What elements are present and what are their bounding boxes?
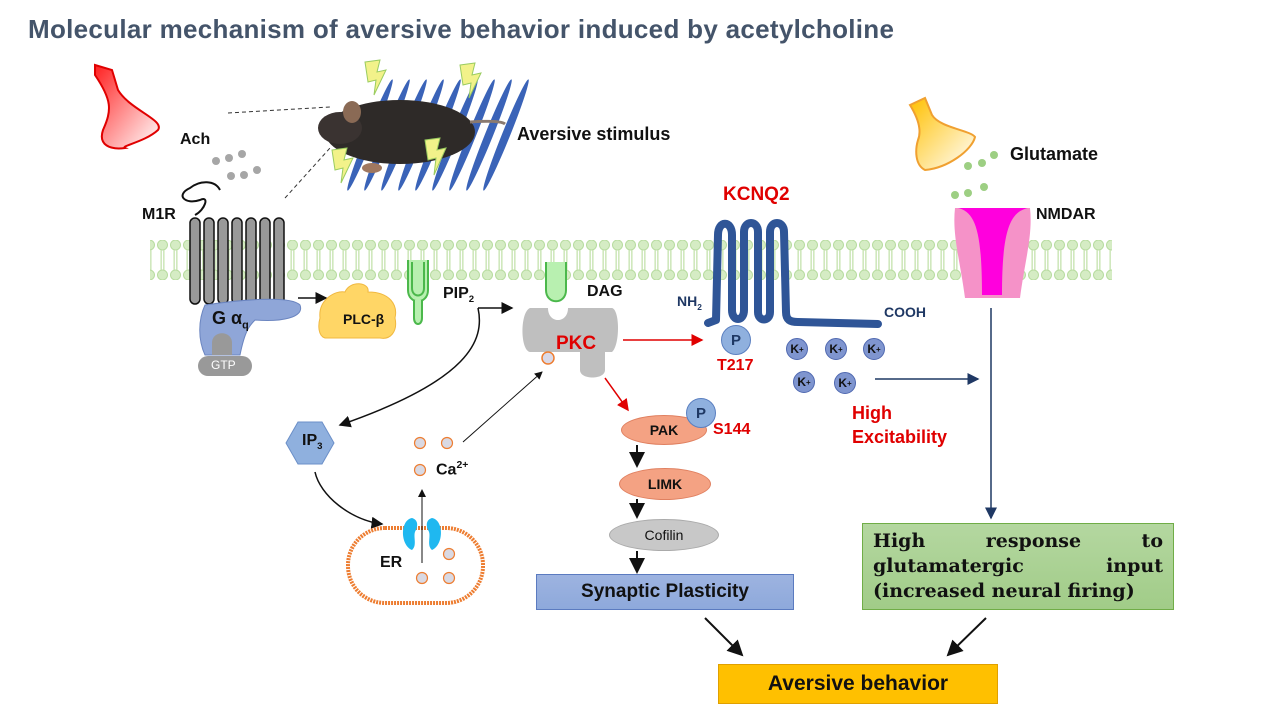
kcnq2-label: KCNQ2	[723, 184, 790, 205]
dag-label: DAG	[587, 283, 623, 300]
cofilin-node: Cofilin	[609, 519, 719, 551]
high-excitability-label-line2: Excitability	[852, 427, 948, 447]
k-text: K	[790, 342, 799, 356]
ip-subscript: 3	[317, 441, 323, 453]
k-charge: +	[806, 377, 811, 387]
calcium-label: Ca2+	[436, 460, 468, 479]
k-text: K	[838, 376, 847, 390]
g-alpha-q-label: G αq	[212, 308, 249, 332]
word: to	[1141, 530, 1163, 552]
glutamatergic-row-2: glutamatergic input	[873, 554, 1163, 579]
ach-molecules	[212, 150, 261, 180]
er-label: ER	[380, 554, 403, 571]
glutamatergic-row-3: (increased neural firing)	[873, 580, 1135, 602]
nmdar-label: NMDAR	[1036, 206, 1096, 223]
g-alpha-text: G α	[212, 308, 243, 328]
plc-beta-label: PLC-β	[343, 311, 385, 327]
m1r-receptor	[189, 217, 285, 305]
pkc-label: PKC	[556, 333, 597, 354]
word: glutamatergic	[873, 555, 1024, 577]
nh2-label: NH2	[677, 293, 702, 312]
word: response	[985, 530, 1082, 552]
s144-label: S144	[713, 421, 751, 438]
pip-subscript: 2	[468, 294, 475, 306]
k-text: K	[867, 342, 876, 356]
pkc-kinase	[522, 308, 618, 378]
cooh-label: COOH	[884, 304, 926, 320]
cell-membrane	[150, 240, 1112, 280]
pip2-lipid	[407, 260, 429, 303]
k-charge: +	[838, 344, 843, 354]
potassium-ion: K+	[786, 338, 808, 360]
k-charge: +	[799, 344, 804, 354]
pip2-label: PIP2	[443, 285, 474, 305]
ach-label: Ach	[180, 131, 211, 148]
synaptic-plasticity-box: Synaptic Plasticity	[536, 574, 794, 610]
g-alpha-subscript: q	[242, 319, 249, 332]
gtp-shape	[212, 333, 232, 355]
high-excitability-label-line1: High	[852, 403, 892, 423]
ip-text: IP	[302, 432, 318, 449]
pkc-ca-site	[541, 351, 555, 365]
ach-presynaptic-terminal	[94, 63, 160, 150]
ip3-label: IP3	[302, 432, 322, 452]
kcnq2-phospho-icon: P	[721, 325, 751, 355]
glutamate-presynaptic-terminal	[908, 96, 977, 172]
ca-text: Ca	[436, 461, 457, 479]
glutamatergic-row-1: High response to	[873, 529, 1163, 554]
lightning-bolts	[331, 59, 482, 184]
word: input	[1106, 555, 1163, 577]
aversive-behavior-box: Aversive behavior	[718, 664, 998, 704]
shock-grid-bar	[466, 79, 512, 191]
pip-text: PIP	[443, 285, 469, 302]
m1r-n-terminal	[181, 181, 221, 216]
potassium-ion: K+	[863, 338, 885, 360]
gtp-base	[198, 356, 252, 376]
endoplasmic-reticulum	[346, 526, 485, 605]
k-text: K	[829, 342, 838, 356]
k-charge: +	[876, 344, 881, 354]
aversive-stimulus-label: Aversive stimulus	[517, 124, 671, 144]
nh-text: NH	[677, 293, 698, 309]
plc-beta-enzyme	[318, 283, 397, 339]
gtp-label: GTP	[211, 358, 236, 372]
ca-charge: 2+	[456, 460, 469, 471]
glutamatergic-response-box: High response to glutamatergic input (in…	[862, 523, 1174, 610]
word: High	[873, 530, 926, 552]
zoom-line	[227, 106, 331, 114]
kcnq2-channel	[704, 219, 882, 328]
ip3-receptor	[403, 518, 441, 550]
m1r-label: M1R	[142, 206, 176, 223]
k-charge: +	[847, 378, 852, 388]
nh-subscript: 2	[697, 301, 702, 312]
potassium-ion: K+	[834, 372, 856, 394]
ip3-hexagon	[285, 421, 335, 465]
page-title: Molecular mechanism of aversive behavior…	[28, 14, 895, 44]
glutamate-molecules	[951, 151, 998, 199]
pak-phospho-icon: P	[686, 398, 716, 428]
zoom-line	[284, 147, 331, 199]
potassium-ion: K+	[793, 371, 815, 393]
dag-lipid	[545, 262, 567, 303]
t217-label: T217	[717, 357, 754, 374]
limk-node: LIMK	[619, 468, 711, 500]
potassium-ion: K+	[825, 338, 847, 360]
shock-grid-bar	[483, 79, 529, 191]
glutamate-label: Glutamate	[1010, 144, 1099, 164]
k-text: K	[797, 375, 806, 389]
calcium-ions	[413, 436, 456, 585]
